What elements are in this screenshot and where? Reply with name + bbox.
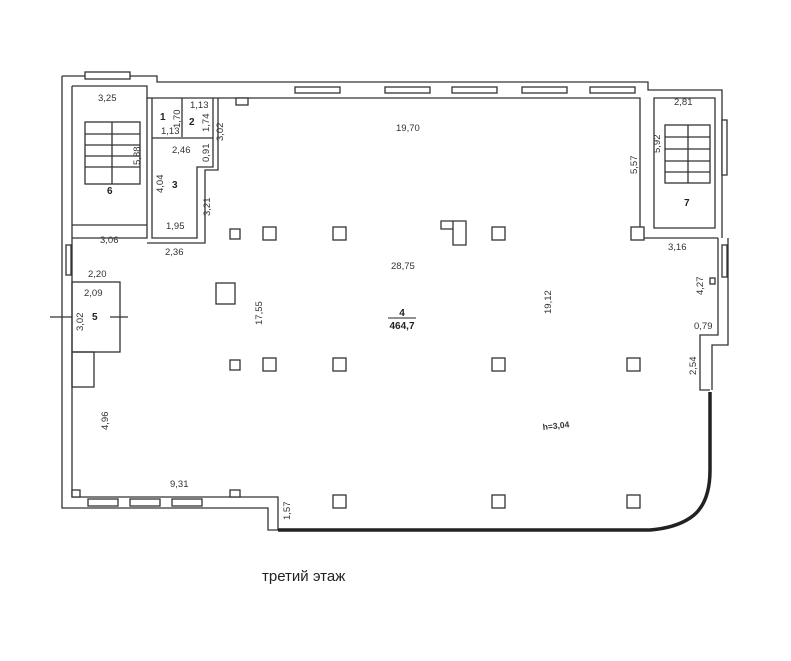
room-2-label: 2 [189,117,195,128]
dimension-labels: 3,25 5,88 3,06 1,70 1,13 1,13 1,74 3,02 … [75,93,713,520]
dim: 0,79 [694,321,713,332]
stair-6 [72,98,148,239]
dim: 2,54 [688,357,699,376]
room-6-label: 6 [107,186,113,197]
dim: 2,20 [88,269,107,280]
dim: 1,13 [190,100,209,111]
dim: 3,06 [100,235,119,246]
dim: 28,75 [391,261,415,272]
dim: 19,12 [543,290,554,314]
room-7-label: 7 [684,198,690,209]
room-labels: 1 2 3 4 464,7 5 6 7 [92,112,690,332]
dim: 1,70 [172,110,183,129]
dim: 4,04 [155,175,166,194]
dim: 0,91 [201,144,212,163]
dim: 1,13 [161,126,180,137]
dim: 4,27 [695,277,706,296]
dim: 4,96 [100,412,111,431]
dim: 5,57 [629,156,640,175]
outer-walls [61,75,729,532]
dim: 2,09 [84,288,103,299]
dim: 2,46 [172,145,191,156]
windows [65,71,728,507]
dim: 3,25 [98,93,117,104]
dim: 1,74 [201,114,212,133]
dim: 1,57 [282,502,293,521]
curved-glass-wall [278,392,712,532]
room-4-label: 4 [399,308,405,319]
dim: 1,95 [166,221,185,232]
rooms-1-2-3 [147,97,249,244]
dim: 5,92 [652,135,663,154]
dim: 3,02 [215,123,226,142]
stair-7 [640,97,718,239]
room-1-label: 1 [160,112,166,123]
dim: 5,88 [132,147,143,166]
dim: 2,81 [674,97,693,108]
room-5-label: 5 [92,312,98,323]
dim: 3,21 [202,198,213,217]
room-3-label: 3 [172,180,178,191]
dim: 19,70 [396,123,420,134]
room-5 [50,281,128,388]
room-4-area: 464,7 [389,321,414,332]
dim: 3,16 [668,242,687,253]
columns [71,220,716,509]
dim: 17,55 [254,301,265,325]
floor-caption: третий этаж [262,568,346,585]
dim: 9,31 [170,479,189,490]
dim: 2,36 [165,247,184,258]
ceiling-height: h=3,04 [542,419,570,432]
dim: 3,02 [75,313,86,332]
